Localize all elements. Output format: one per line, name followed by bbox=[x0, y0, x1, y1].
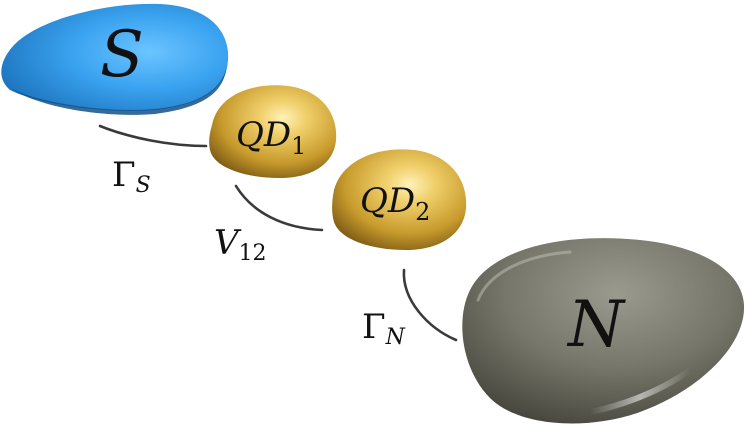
coupling-line-v12 bbox=[234, 184, 324, 232]
quantum-dot-2-shape bbox=[332, 149, 467, 250]
coupling-line-gamma-s bbox=[98, 124, 208, 148]
normal-lead-label: N bbox=[566, 288, 626, 362]
normal-lead-highlight bbox=[587, 367, 693, 415]
superconductor-shape bbox=[1, 3, 229, 111]
quantum-dot-2-label: QD2 bbox=[360, 181, 430, 226]
coupling-line-gamma-n bbox=[402, 268, 458, 342]
superconductor-lead: S bbox=[1, 3, 229, 115]
coupling-label-gamma-s: ΓS bbox=[112, 155, 151, 198]
normal-lead-edge-highlight bbox=[476, 250, 572, 302]
normal-lead-shape bbox=[462, 238, 745, 424]
coupling-label-v12: V12 bbox=[214, 223, 267, 266]
coupling-label-gamma-n: ΓN bbox=[362, 307, 406, 350]
quantum-dot-1: QD1 bbox=[209, 85, 337, 178]
normal-lead: N bbox=[462, 238, 745, 424]
quantum-dot-2: QD2 bbox=[332, 149, 467, 250]
quantum-dot-1-label: QD1 bbox=[236, 115, 306, 160]
superconductor-label: S bbox=[100, 18, 144, 92]
quantum-dot-1-shape bbox=[209, 85, 337, 178]
